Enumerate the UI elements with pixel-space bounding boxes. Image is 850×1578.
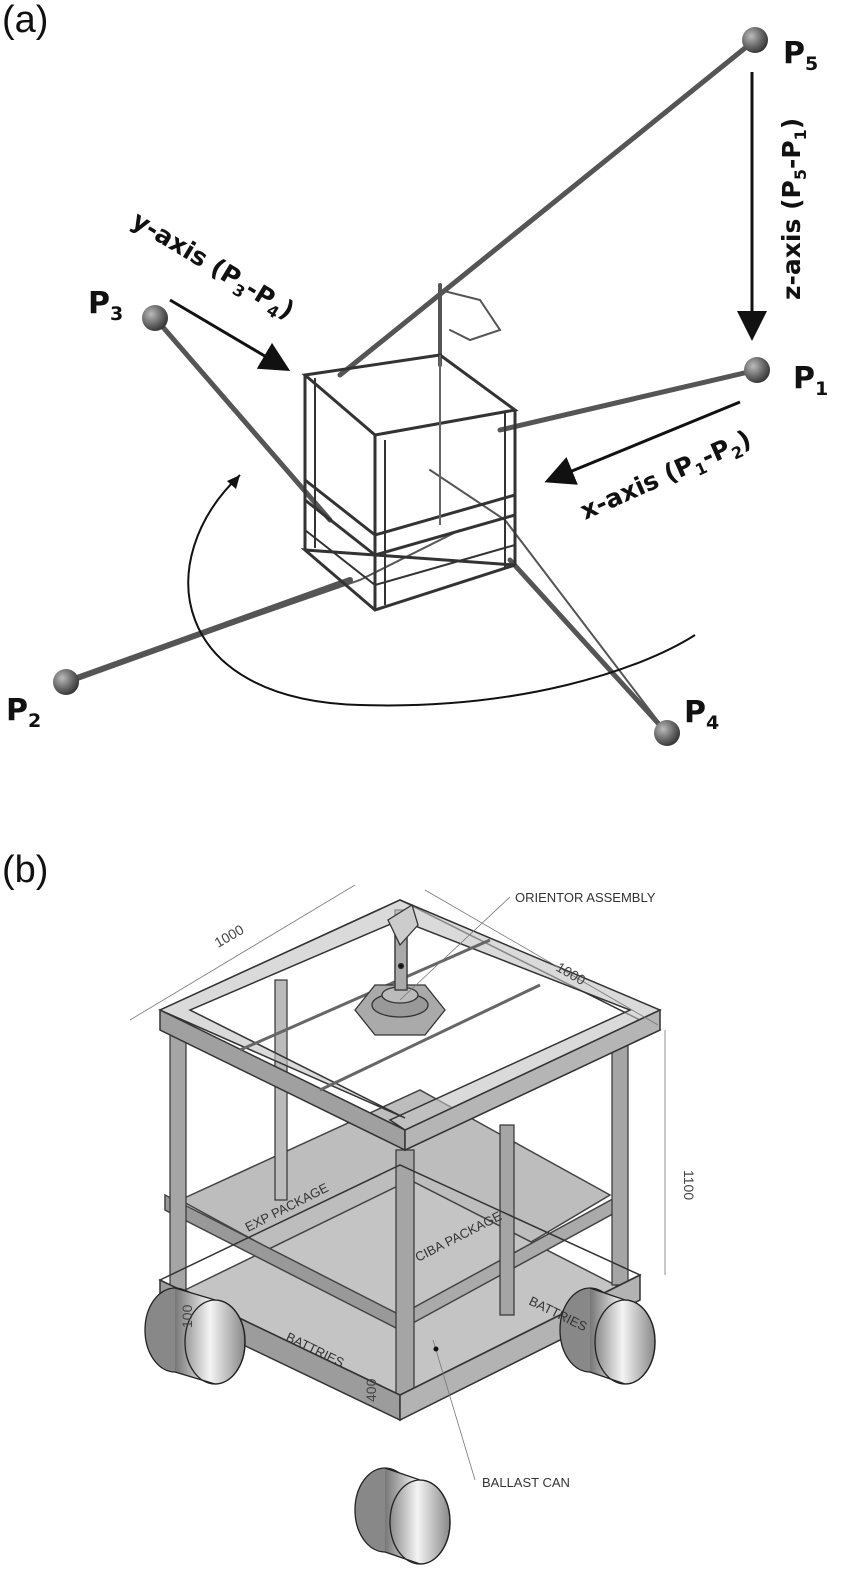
label-orientor-assembly: ORIENTOR ASSEMBLY <box>515 890 656 905</box>
top-frame <box>158 899 662 1152</box>
dimension-lines <box>129 884 666 1481</box>
label-p5: P5 <box>783 36 818 75</box>
dim-width-left: 1000 <box>212 921 247 951</box>
rod-p1 <box>497 367 760 433</box>
arc-rotation <box>187 474 696 707</box>
label-p4: P4 <box>684 695 719 734</box>
rod-p4 <box>507 557 670 736</box>
rods <box>63 37 760 736</box>
rod-p5 <box>337 37 758 378</box>
sphere-p2 <box>53 669 79 695</box>
sphere-p1 <box>744 357 770 383</box>
orientor-assembly <box>354 903 446 1036</box>
sphere-p4 <box>654 720 680 746</box>
wheel-right <box>559 1287 656 1385</box>
central-cube <box>300 353 519 612</box>
wheel-front <box>354 1467 451 1565</box>
label-ballast-can: BALLAST CAN <box>482 1475 570 1490</box>
rod-p3 <box>152 315 333 523</box>
spheres <box>53 27 770 746</box>
label-p2: P2 <box>6 693 41 732</box>
axis-arrows <box>169 72 767 485</box>
dim-lower: 400 <box>363 1378 379 1402</box>
wheels <box>144 1287 656 1565</box>
panel-a-label: (a) <box>2 0 48 41</box>
z-axis-label: z-axis (P5-P1) <box>777 118 810 300</box>
label-p1: P1 <box>793 361 828 400</box>
sphere-p5 <box>742 27 768 53</box>
label-p3: P3 <box>88 286 123 325</box>
sphere-p3 <box>142 305 168 331</box>
x-axis-label: x-axis (P1-P2) <box>576 424 757 529</box>
panel-b-label: (b) <box>2 849 48 891</box>
ballast-can-marker <box>433 1346 439 1352</box>
panel-b: (b) <box>2 849 697 1565</box>
panel-a: (a) <box>2 0 828 746</box>
dim-height: 1100 <box>681 1170 697 1200</box>
x-axis-arrow <box>544 400 741 485</box>
wheel-left <box>144 1287 246 1385</box>
y-axis-arrow <box>169 298 291 372</box>
dim-small: 100 <box>179 1304 195 1328</box>
